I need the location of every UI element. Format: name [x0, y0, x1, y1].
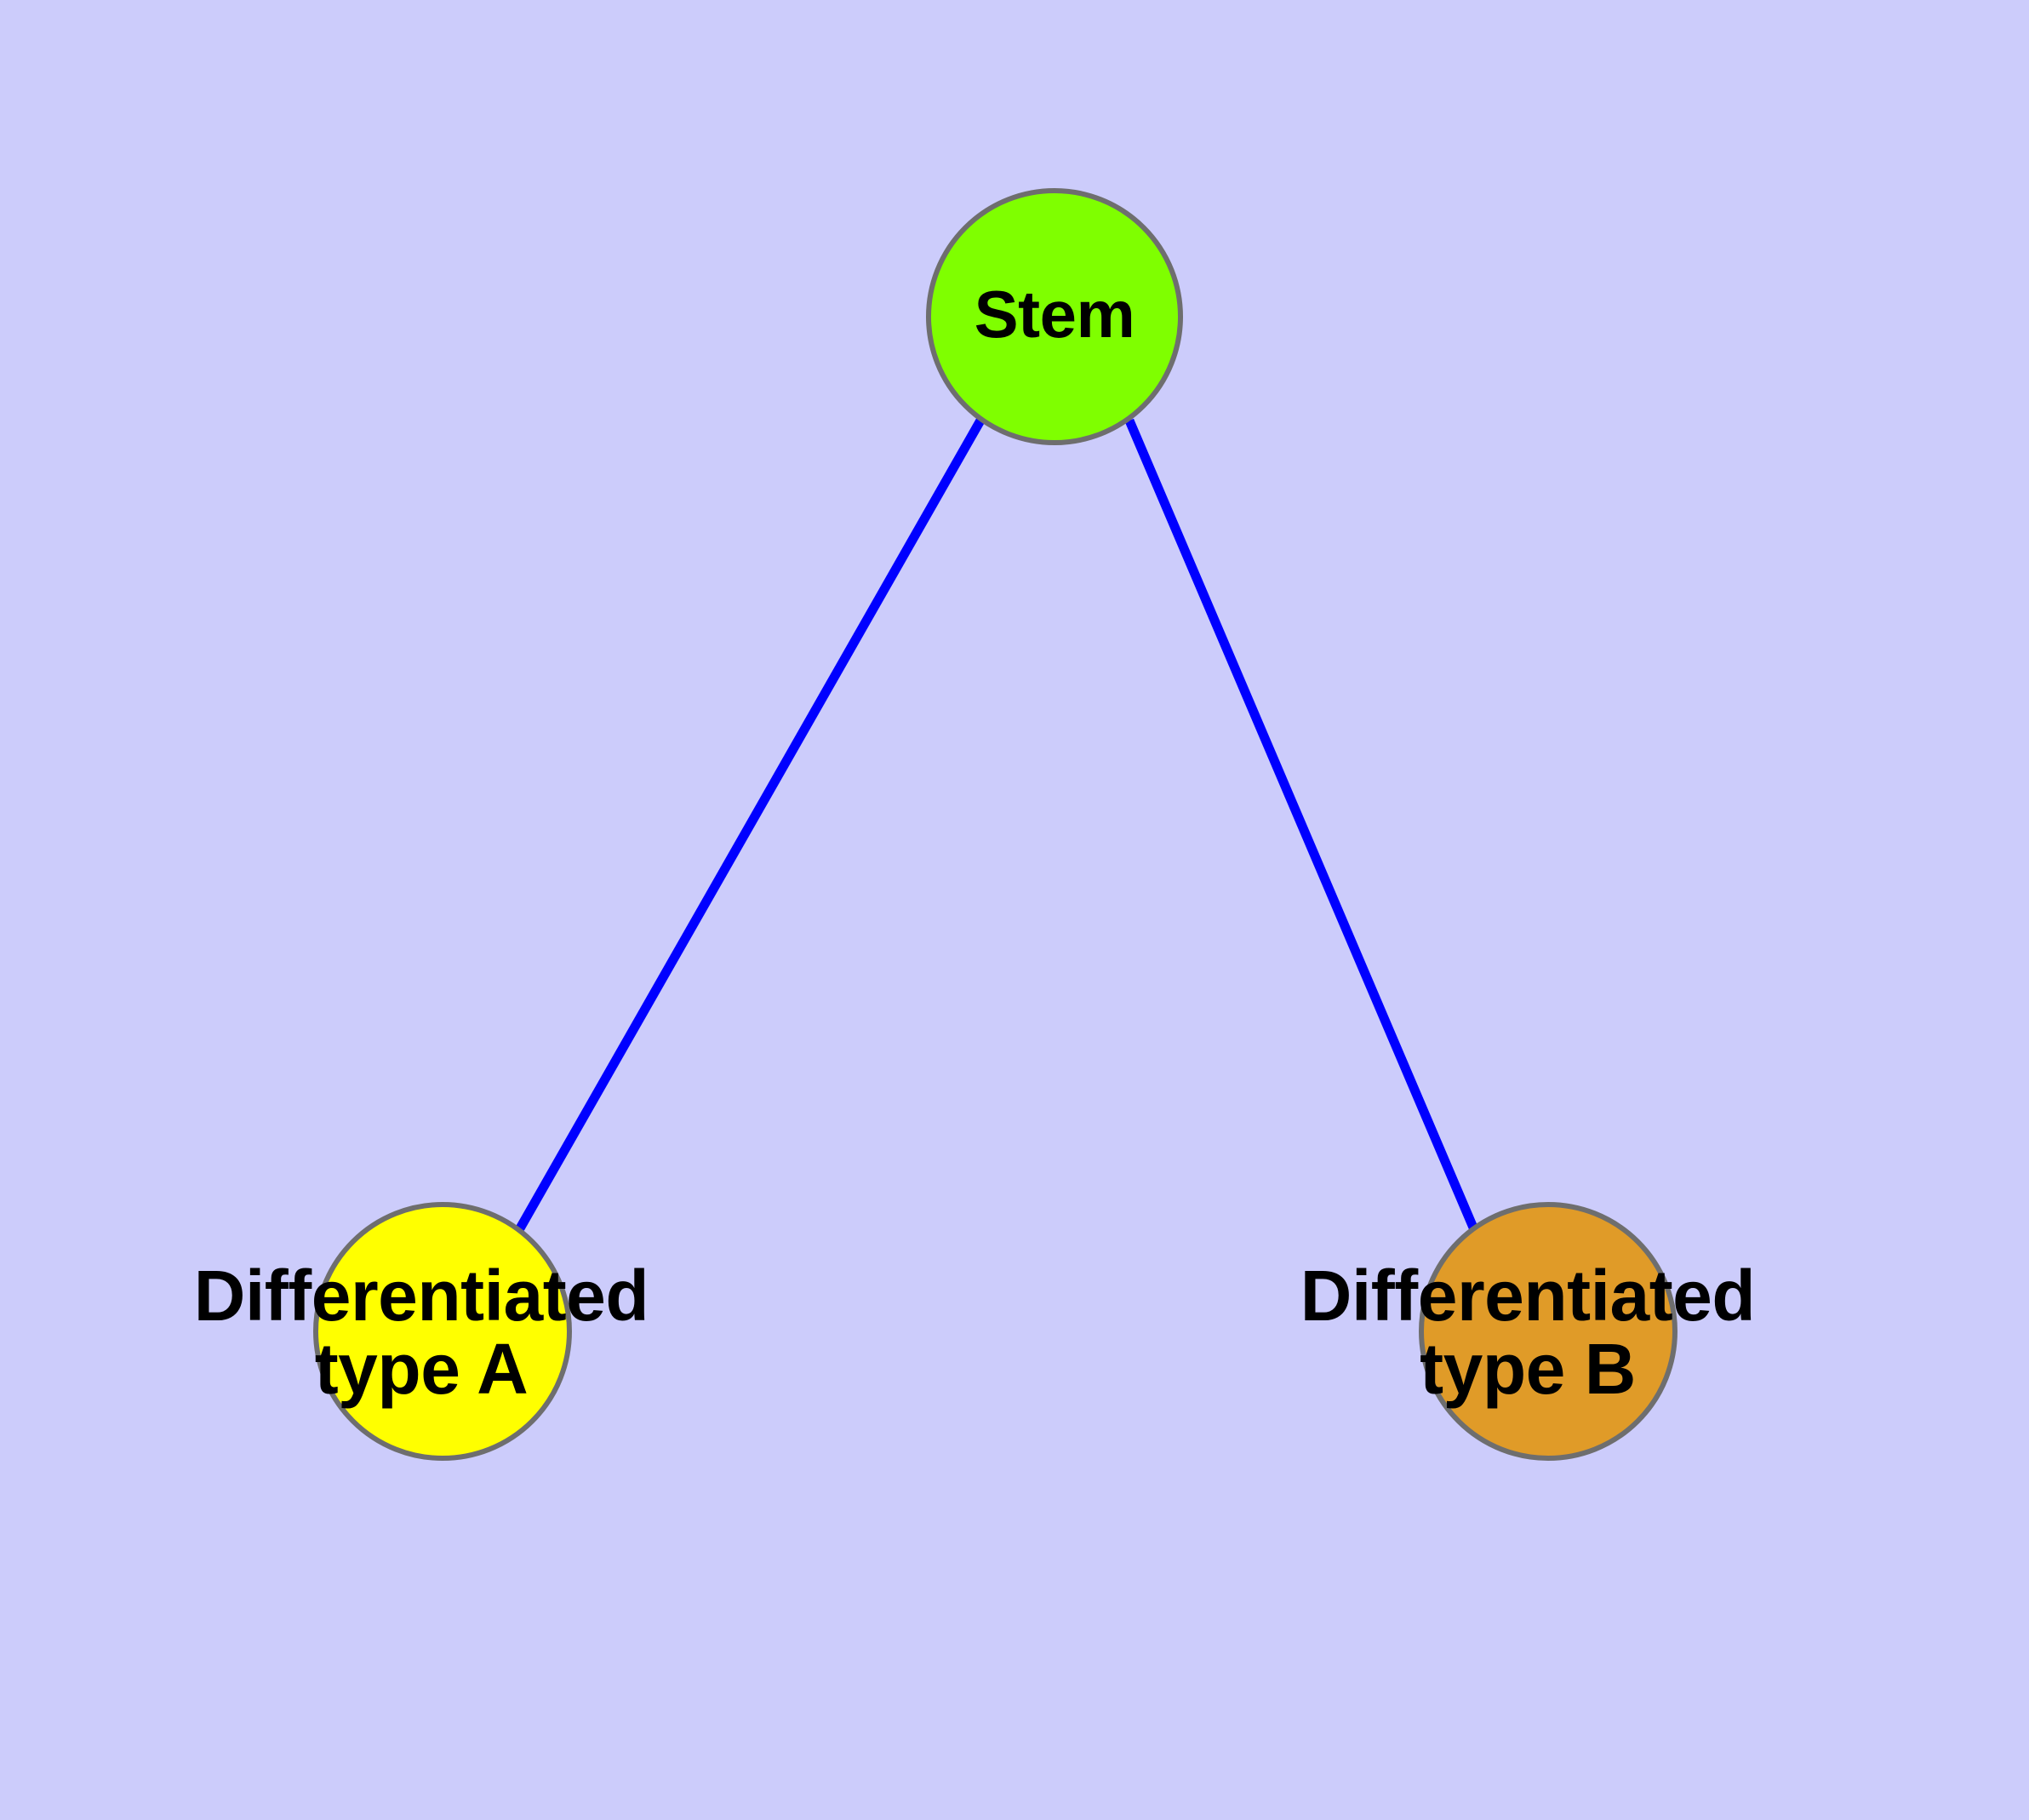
- node-layer: [313, 188, 1677, 1461]
- edge-stem-to-diff-a: [516, 418, 985, 1231]
- edge-stem-to-diff-b: [1124, 418, 1478, 1230]
- node-diff-b[interactable]: [1419, 1202, 1677, 1461]
- node-diff-a[interactable]: [313, 1202, 572, 1461]
- node-stem[interactable]: [926, 188, 1183, 445]
- edge-layer: [516, 418, 1478, 1231]
